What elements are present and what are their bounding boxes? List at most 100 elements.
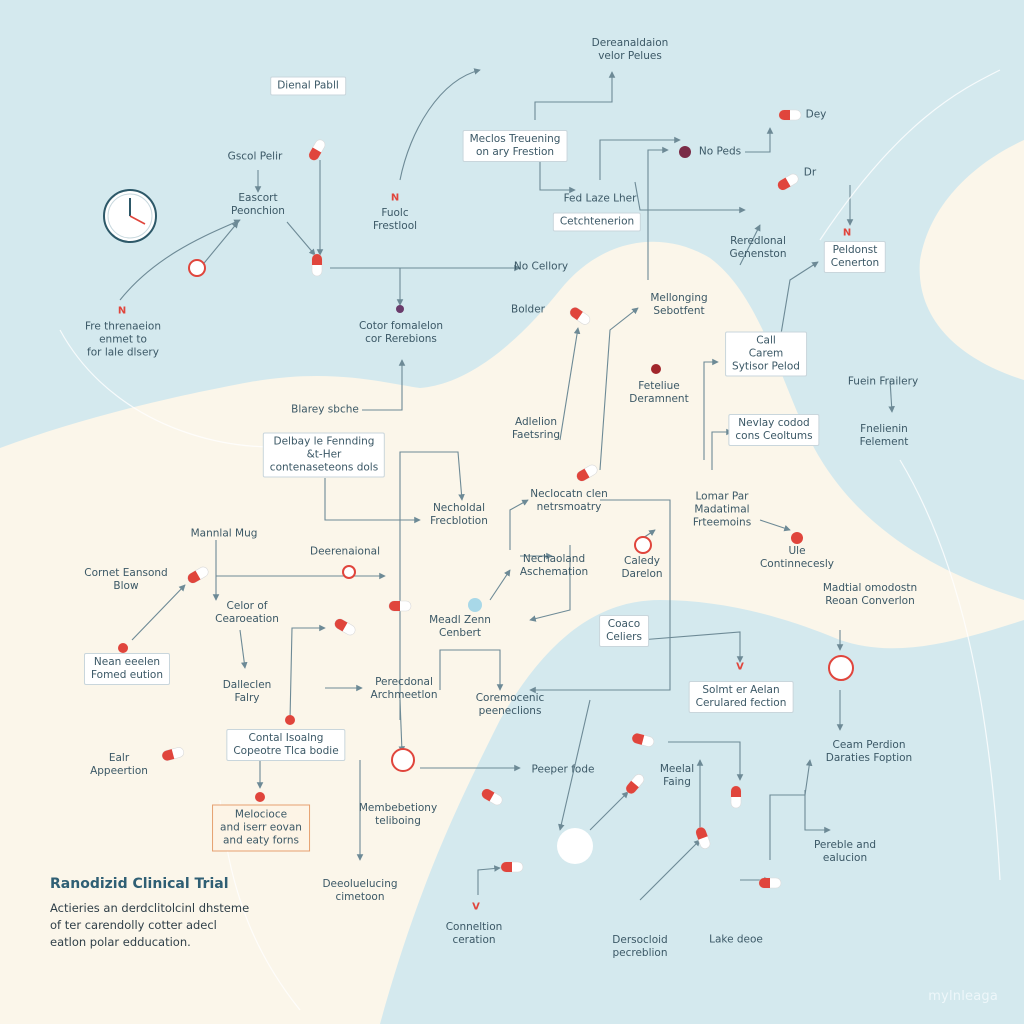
node-label-pereble: Pereble and ealucion (813, 839, 877, 864)
node-label-mellonging: Mellonging Sebotfent (650, 292, 708, 317)
ring-node (188, 259, 206, 277)
dot-node (396, 305, 404, 313)
capsule-icon (631, 733, 655, 747)
node-label-bolder: Bolder (511, 303, 545, 316)
capsule-icon (481, 788, 503, 806)
capsule-icon (758, 877, 782, 889)
dot-node (255, 792, 265, 802)
node-label-necholdal: Necholdal Frecblotion (430, 502, 488, 527)
node-label-nean-eeelen: Nean eeelen Fomed eution (83, 653, 171, 685)
connector-arrow (558, 699, 591, 831)
glyph-marker-n: N (117, 305, 127, 317)
glyph-marker-n: N (390, 192, 400, 204)
connector-arrow (286, 221, 316, 256)
connector-arrow (489, 569, 511, 601)
node-label-ealr: Ealr Appeertion (90, 752, 148, 777)
node-label-contal-isoalng: Contal Isoalng Copeotre Tlca bodie (226, 729, 346, 761)
connector-arrow (131, 584, 186, 641)
ring-node (391, 748, 415, 772)
footer-description: Actieries an derdclitolcinl dhsteme of t… (50, 901, 250, 949)
connector-arrow (599, 136, 681, 180)
node-label-feteliue: Feteliue Deramnent (629, 380, 689, 405)
node-label-blarey-sbche: Blarey sbche (291, 403, 359, 416)
node-label-melocioce: Melocioce and iserr eovan and eaty forns (212, 804, 310, 852)
node-label-solmt-er-aelan: Solmt er Aelan Cerulared fection (688, 681, 794, 713)
dot-node (679, 146, 691, 158)
dot-node (118, 643, 128, 653)
node-label-reredlonal: Reredlonal Genenston (729, 235, 787, 260)
dot-node (285, 715, 295, 725)
connector-arrow (539, 160, 576, 194)
node-label-mannlal-mug: Mannlal Mug (190, 527, 258, 540)
capsule-icon (311, 253, 323, 277)
connector-arrow (634, 181, 746, 214)
node-label-dereanaldaion: Dereanaldaion velor Pelues (591, 37, 669, 62)
connector-arrow (739, 224, 761, 266)
node-label-nechaoland: Nechaoland Aschemation (519, 553, 589, 578)
node-label-call-carem: Call Carem Sytisor Pelod (725, 331, 807, 377)
capsule-icon (388, 600, 412, 612)
capsule-icon (569, 307, 591, 325)
node-label-meelal: Meelal Faing (659, 763, 695, 788)
node-label-dalleclen: Dalleclen Falry (222, 679, 272, 704)
node-label-caledy: Caledy Darelon (621, 555, 663, 580)
connector-arrow (119, 219, 241, 301)
node-label-conneltion: Conneltion ceration (445, 921, 503, 946)
dot-node (651, 364, 661, 374)
white-node (557, 828, 593, 864)
decorative-curve (899, 459, 1001, 881)
node-label-no-cellory: No Cellory (513, 260, 569, 273)
node-label-dersocloid: Dersocloid pecreblion (612, 934, 668, 959)
node-label-fuein-frailery: Fuein Frailery (847, 375, 919, 388)
node-label-lomar-par: Lomar Par Madatimal Frteemoins (692, 490, 752, 529)
glyph-marker-v: V (472, 901, 480, 913)
node-label-peeper-fode: Peeper fode (531, 763, 595, 776)
connector-arrow (324, 478, 421, 524)
node-label-deerenaional: Deerenaional (310, 545, 380, 558)
connector-arrow (779, 261, 819, 341)
node-label-lake-deoe: Lake deoe (709, 933, 763, 946)
light-dot-node (468, 598, 482, 612)
connector-arrow (529, 499, 671, 694)
connector-arrow (647, 146, 669, 280)
connector-arrow (199, 221, 239, 269)
node-label-meclos-treuening: Meclos Treuening on ary Frestion (462, 130, 568, 162)
node-label-cotor-fomalelon: Cotor fomalelon cor Rerebions (358, 320, 444, 345)
land-shape-corner (919, 140, 1024, 380)
connector-arrow (477, 865, 501, 895)
connector-arrow (399, 68, 481, 181)
clock-icon (103, 189, 157, 243)
node-label-eascort: Eascort Peonchion (231, 192, 285, 217)
node-label-membebetiony: Membebetiony teliboing (358, 802, 438, 827)
capsule-icon (334, 618, 356, 636)
capsule-icon (161, 747, 185, 761)
node-label-coaco: Coaco Celiers (599, 615, 649, 647)
glyph-marker-v: V (736, 661, 744, 673)
connector-arrow (534, 71, 616, 120)
node-label-fnelienin: Fnelienin Felement (859, 423, 909, 448)
node-label-cornet-eansond: Cornet Eansond Blow (84, 567, 168, 592)
connector-arrow (759, 519, 791, 532)
node-label-ceam-perdion: Ceam Perdion Daraties Foption (825, 739, 913, 764)
connector-arrow (529, 545, 571, 622)
dot-node (791, 532, 803, 544)
capsule-icon (730, 785, 742, 809)
connector-arrow (439, 649, 504, 691)
decorative-curve (819, 69, 1001, 241)
node-label-adlelion: Adlelion Faetsring (511, 416, 561, 441)
node-label-dey: Dey (805, 108, 827, 121)
footer-title: Ranodizid Clinical Trial (50, 876, 229, 892)
node-label-cetchtenerion: Cetchtenerion (552, 212, 642, 232)
connector-arrow (559, 327, 581, 441)
node-label-dienal-pabll: Dienal Pabll (270, 76, 346, 96)
node-label-fed-laze: Fed Laze Lher (563, 192, 637, 205)
glyph-marker-n: N (842, 227, 852, 239)
connector-arrow (639, 839, 701, 901)
node-label-madtial-omodostn: Madtial omodostn Reoan Converlon (822, 582, 918, 607)
node-label-dr: Dr (803, 166, 817, 179)
node-label-neclocatn: Neclocatn clen netrsmoatry (530, 488, 608, 513)
capsule-icon (576, 464, 598, 482)
node-label-fre-threnaeion: Fre threnaeion enmet to for lale dlsery (84, 320, 162, 359)
connector-arrow (398, 699, 406, 753)
capsule-icon (500, 861, 524, 873)
